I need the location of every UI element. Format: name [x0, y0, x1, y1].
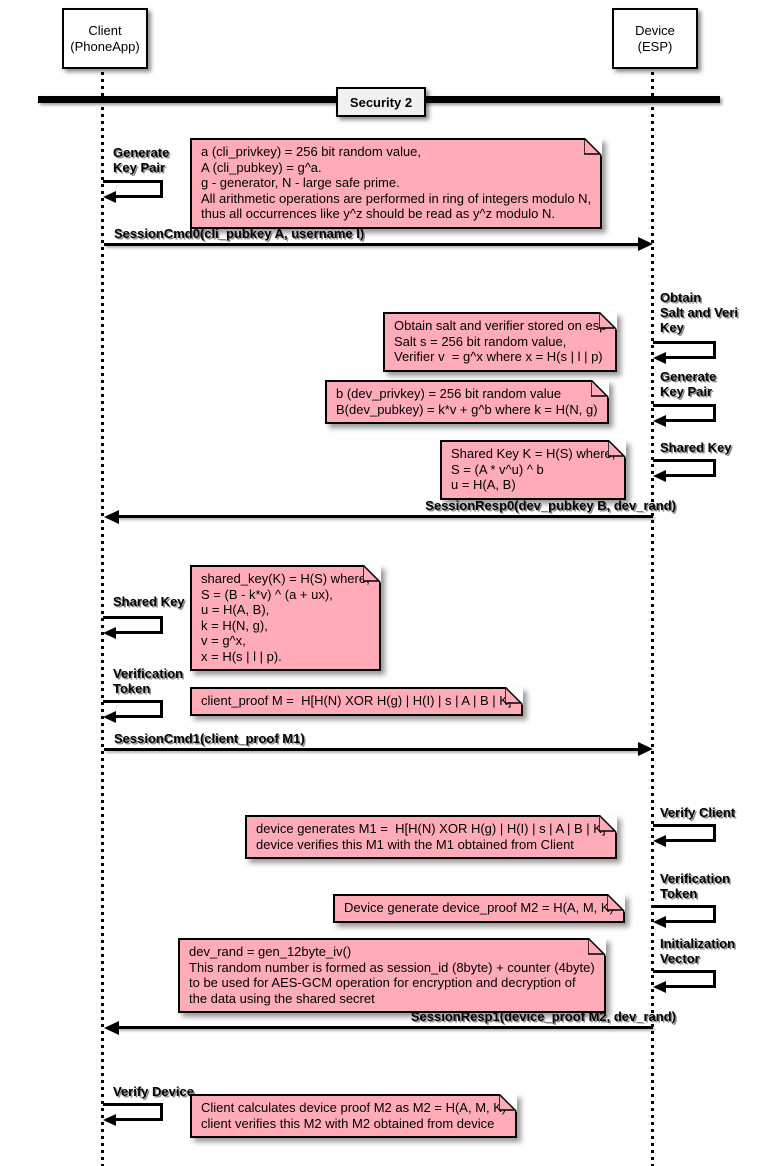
note-text: Device generate device_proof M2 = H(A, M… — [344, 900, 614, 915]
arrowhead-right-icon — [638, 237, 653, 251]
self-msg-arrow-dev-generate-key-pair — [653, 404, 716, 427]
self-msg-label-cli-verification-token: Verification Token — [113, 666, 184, 696]
arrowhead-left-icon — [653, 916, 666, 928]
self-msg-label-initialization-vector: Initialization Vector — [660, 936, 736, 966]
actor-client-label: Client (PhoneApp) — [70, 22, 140, 54]
note-text: Client calculates device proof M2 as M2 … — [201, 1100, 506, 1131]
arrowhead-left-icon — [653, 415, 666, 427]
message-label-sessioncmd0: SessionCmd0(cli_pubkey A, username I) — [114, 226, 365, 241]
arrowhead-right-icon — [638, 742, 653, 756]
note-dev-shared-key: Shared Key K = H(S) where, S = (A * v^u)… — [440, 440, 627, 500]
lifeline-device — [651, 65, 654, 1166]
note-fold-icon — [587, 938, 606, 956]
note-fold-icon — [584, 138, 603, 156]
self-msg-arrow-verify-client — [653, 824, 716, 847]
arrowhead-left-icon — [653, 470, 666, 482]
self-msg-label-dev-shared-key: Shared Key — [660, 440, 732, 455]
self-msg-label-cli-generate-key-pair: Generate Key Pair — [113, 145, 170, 175]
note-text: Obtain salt and verifier stored on esp S… — [394, 318, 607, 364]
actor-device-label: Device (ESP) — [635, 22, 675, 54]
security-divider-label: Security 2 — [336, 87, 426, 117]
self-msg-label-cli-shared-key: Shared Key — [113, 594, 185, 609]
message-arrow-sessioncmd1 — [104, 748, 640, 751]
note-text: a (cli_privkey) = 256 bit random value, … — [201, 144, 592, 221]
note-salt-verifier: Obtain salt and verifier stored on esp S… — [383, 312, 618, 372]
arrowhead-left-icon — [653, 352, 666, 364]
note-dev-keygen: b (dev_privkey) = 256 bit random value B… — [325, 380, 609, 424]
self-msg-arrow-obtain-salt-verifier — [653, 341, 716, 364]
arrowhead-left-icon — [653, 835, 666, 847]
note-client-proof: client_proof M = H[H(N) XOR H(g) | H(I) … — [190, 687, 523, 716]
message-arrow-sessionresp0 — [117, 515, 653, 518]
arrowhead-left-icon — [653, 981, 666, 993]
arrowhead-left-icon — [103, 711, 116, 723]
note-fold-icon — [599, 312, 618, 330]
note-text: Shared Key K = H(S) where, S = (A * v^u)… — [451, 446, 616, 492]
arrowhead-left-icon — [104, 1021, 119, 1035]
note-verify-device: Client calculates device proof M2 as M2 … — [190, 1094, 518, 1138]
note-text: device generates M1 = H[H(N) XOR H(g) | … — [256, 821, 606, 852]
actor-device-box: Device (ESP) — [612, 8, 698, 69]
message-arrow-sessioncmd0 — [104, 243, 640, 246]
note-text: b (dev_privkey) = 256 bit random value B… — [336, 386, 598, 417]
note-text: dev_rand = gen_12byte_iv() This random n… — [189, 944, 595, 1006]
note-client-keygen: a (cli_privkey) = 256 bit random value, … — [190, 138, 603, 229]
note-fold-icon — [590, 380, 609, 398]
self-msg-arrow-cli-verification-token — [103, 700, 163, 723]
arrowhead-left-icon — [104, 510, 119, 524]
note-fold-icon — [504, 687, 523, 705]
self-msg-label-obtain-salt-verifier: Obtain Salt and Veri Key — [660, 290, 739, 335]
note-text: client_proof M = H[H(N) XOR H(g) | H(I) … — [201, 693, 512, 708]
message-label-sessioncmd1: SessionCmd1(client_proof M1) — [114, 731, 305, 746]
self-msg-label-verify-client: Verify Client — [660, 805, 736, 820]
note-fold-icon — [598, 815, 617, 833]
note-text: shared_key(K) = H(S) where, S = (B - k*v… — [201, 571, 370, 664]
message-label-sessionresp1: SessionResp1(device_proof M2, dev_rand) — [410, 1009, 676, 1024]
lifeline-client — [101, 65, 104, 1166]
note-fold-icon — [606, 894, 625, 912]
note-fold-icon — [608, 440, 627, 458]
note-device-proof: Device generate device_proof M2 = H(A, M… — [333, 894, 625, 923]
self-msg-arrow-cli-generate-key-pair — [103, 180, 163, 203]
note-init-vector: dev_rand = gen_12byte_iv() This random n… — [178, 938, 606, 1013]
self-msg-label-dev-generate-key-pair: Generate Key Pair — [660, 369, 717, 399]
self-msg-arrow-initialization-vector — [653, 970, 716, 993]
note-fold-icon — [499, 1094, 518, 1112]
message-label-sessionresp0: SessionResp0(dev_pubkey B, dev_rand) — [425, 498, 676, 513]
self-msg-label-verify-device: Verify Device — [113, 1084, 194, 1099]
message-arrow-sessionresp1 — [117, 1026, 653, 1029]
arrowhead-left-icon — [103, 627, 116, 639]
arrowhead-left-icon — [103, 191, 116, 203]
note-verify-client: device generates M1 = H[H(N) XOR H(g) | … — [245, 815, 617, 859]
actor-client-box: Client (PhoneApp) — [62, 8, 148, 69]
note-fold-icon — [362, 565, 381, 583]
arrowhead-left-icon — [103, 1114, 116, 1126]
self-msg-arrow-verify-device — [103, 1103, 163, 1126]
self-msg-arrow-dev-shared-key — [653, 459, 716, 482]
self-msg-label-dev-verification-token: Verification Token — [660, 871, 731, 901]
note-cli-shared-key: shared_key(K) = H(S) where, S = (B - k*v… — [190, 565, 381, 671]
self-msg-arrow-cli-shared-key — [103, 616, 163, 639]
self-msg-arrow-dev-verification-token — [653, 905, 716, 928]
